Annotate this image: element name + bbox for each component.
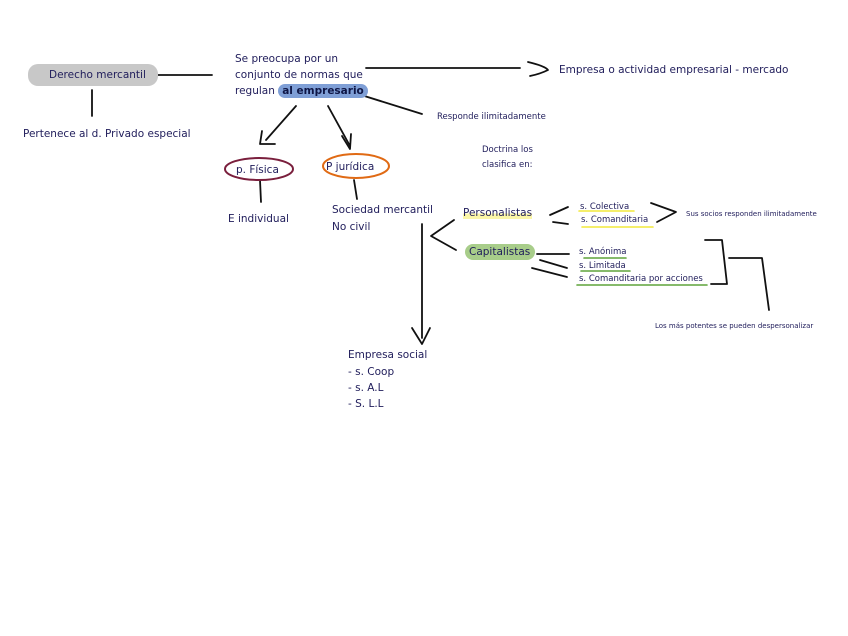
bracket-personalistas-note	[650, 202, 677, 223]
connector-capitalistas-limitada	[539, 259, 568, 269]
capitalistas-item-comanditaria-acciones: s. Comanditaria por acciones	[579, 274, 703, 284]
personalistas-note: Sus socios responden ilimitadamente	[686, 210, 817, 218]
doctrina-line-2: clasifica en:	[482, 160, 533, 170]
capitalistas-label: Capitalistas	[469, 246, 531, 258]
juridica-ellipse	[322, 153, 390, 179]
root-note: Pertenece al d. Privado especial	[23, 128, 191, 140]
chevron-right-icon	[527, 61, 549, 77]
doctrina-line-1: Doctrina los	[482, 145, 533, 155]
personalistas-item-comanditaria: s. Comanditaria	[581, 215, 649, 225]
root-node[interactable]	[28, 64, 158, 86]
fork-personalistas-capitalistas	[430, 219, 457, 251]
center-line-3-prefix: regulan	[235, 85, 275, 97]
arrow-head-down	[411, 327, 431, 345]
empresa-social-item: - S. L.L	[348, 398, 384, 410]
empresa-social-item: - s. Coop	[348, 366, 395, 378]
persona-fisica-child: E individual	[228, 213, 289, 225]
fisica-ellipse	[224, 157, 294, 181]
arrow-to-juridica	[327, 105, 351, 147]
connector-empresario-responde	[357, 93, 423, 115]
connector-capitalistas-comanditaria	[531, 267, 568, 278]
empresa-mercado-node: Empresa o actividad empresarial - mercad…	[559, 64, 789, 76]
sociedad-mercantil: Sociedad mercantil	[332, 204, 433, 216]
personalistas-text: Personalistas	[463, 207, 533, 219]
no-civil: No civil	[332, 221, 371, 233]
arrow-head-juridica	[341, 133, 352, 150]
center-line-2: conjunto de normas que	[235, 69, 363, 81]
capitalistas-pill[interactable]	[465, 244, 535, 260]
connector-personalistas-colectiva	[549, 206, 569, 216]
connector-juridica-child	[353, 179, 358, 200]
empresa-social-title: Empresa social	[348, 349, 428, 361]
connector-personalistas-comanditaria	[552, 221, 569, 225]
empresa-social-item: - s. A.L	[348, 382, 384, 394]
capitalistas-item-limitada: s. Limitada	[579, 261, 626, 271]
personalistas-label[interactable]: Personalistas	[463, 205, 533, 222]
bracket-capitalistas	[704, 239, 728, 285]
capitalistas-note: Los más potentes se pueden despersonaliz…	[655, 322, 814, 330]
center-line-1: Se preocupa por un	[235, 53, 339, 65]
capitalistas-item-anonima: s. Anónima	[579, 247, 627, 257]
persona-juridica-label[interactable]: P jurídica	[326, 161, 375, 173]
center-line-3: regulan al empresario	[235, 83, 368, 100]
arrow-head-fisica	[259, 130, 276, 145]
root-label: Derecho mercantil	[49, 69, 146, 81]
connector-fisica-child	[259, 179, 262, 203]
persona-fisica-label[interactable]: p. Física	[236, 164, 279, 176]
empresario-highlight[interactable]: al empresario	[278, 84, 368, 98]
personalistas-item-colectiva: s. Colectiva	[580, 202, 630, 212]
responde-ilimitadamente-note: Responde ilimitadamente	[437, 112, 546, 122]
arrow-to-fisica	[265, 105, 297, 141]
connector-capitalistas-note	[728, 257, 770, 311]
